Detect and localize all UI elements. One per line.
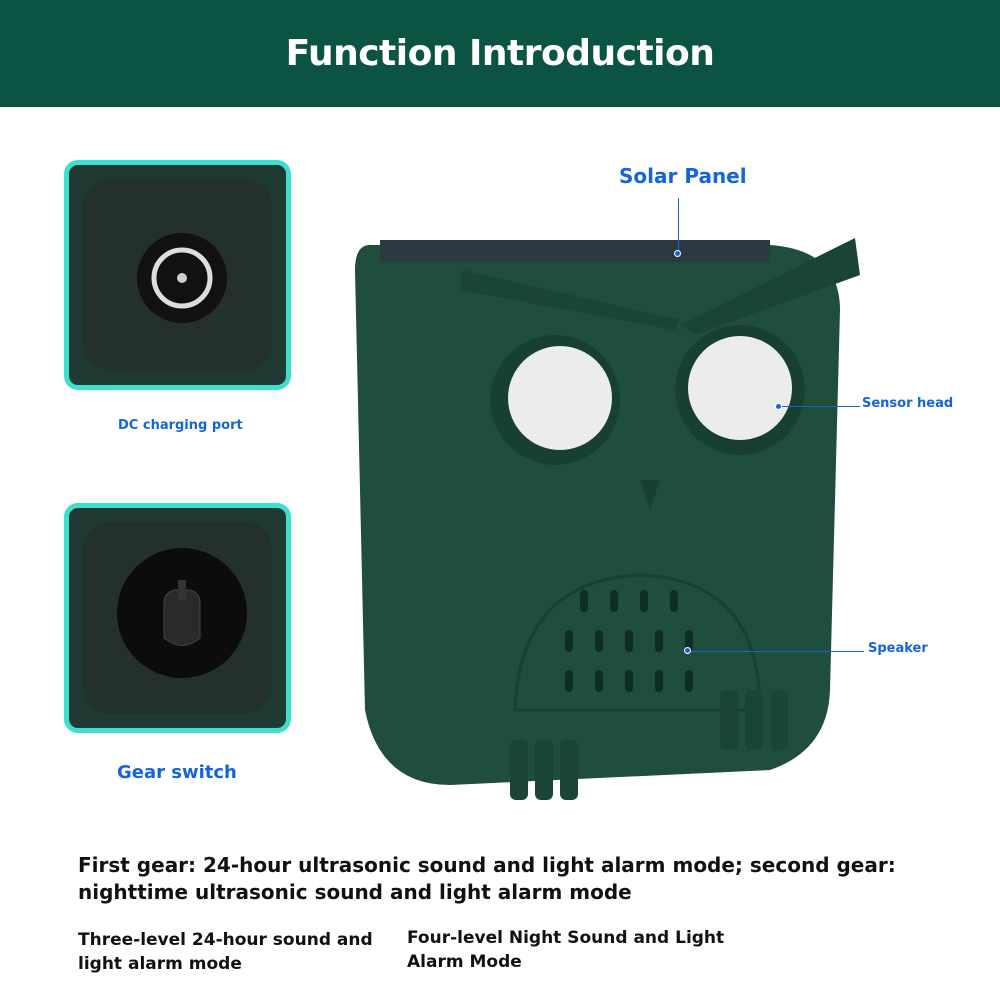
page-title: Function Introduction: [285, 33, 715, 74]
gear-switch-icon: [117, 548, 247, 678]
gear-3-description: Three-level 24-hour sound and light alar…: [78, 930, 373, 974]
gear-1-2-description: First gear: 24-hour ultrasonic sound and…: [78, 853, 896, 904]
gear-switch-closeup: [64, 503, 291, 733]
sensor-head-label: Sensor head: [862, 396, 954, 411]
gear-switch-label: Gear switch: [117, 762, 237, 783]
dc-port-closeup: [64, 160, 291, 390]
gear-4-description: Four-level Night Sound and Light Alarm M…: [407, 928, 725, 972]
owl-repeller-device: [355, 238, 860, 800]
header-banner: Function Introduction: [0, 0, 1000, 107]
solar-panel-label: Solar Panel: [619, 164, 747, 188]
dc-port-icon: [137, 233, 227, 323]
speaker-label: Speaker: [868, 641, 928, 656]
dc-port-label: DC charging port: [118, 418, 243, 433]
